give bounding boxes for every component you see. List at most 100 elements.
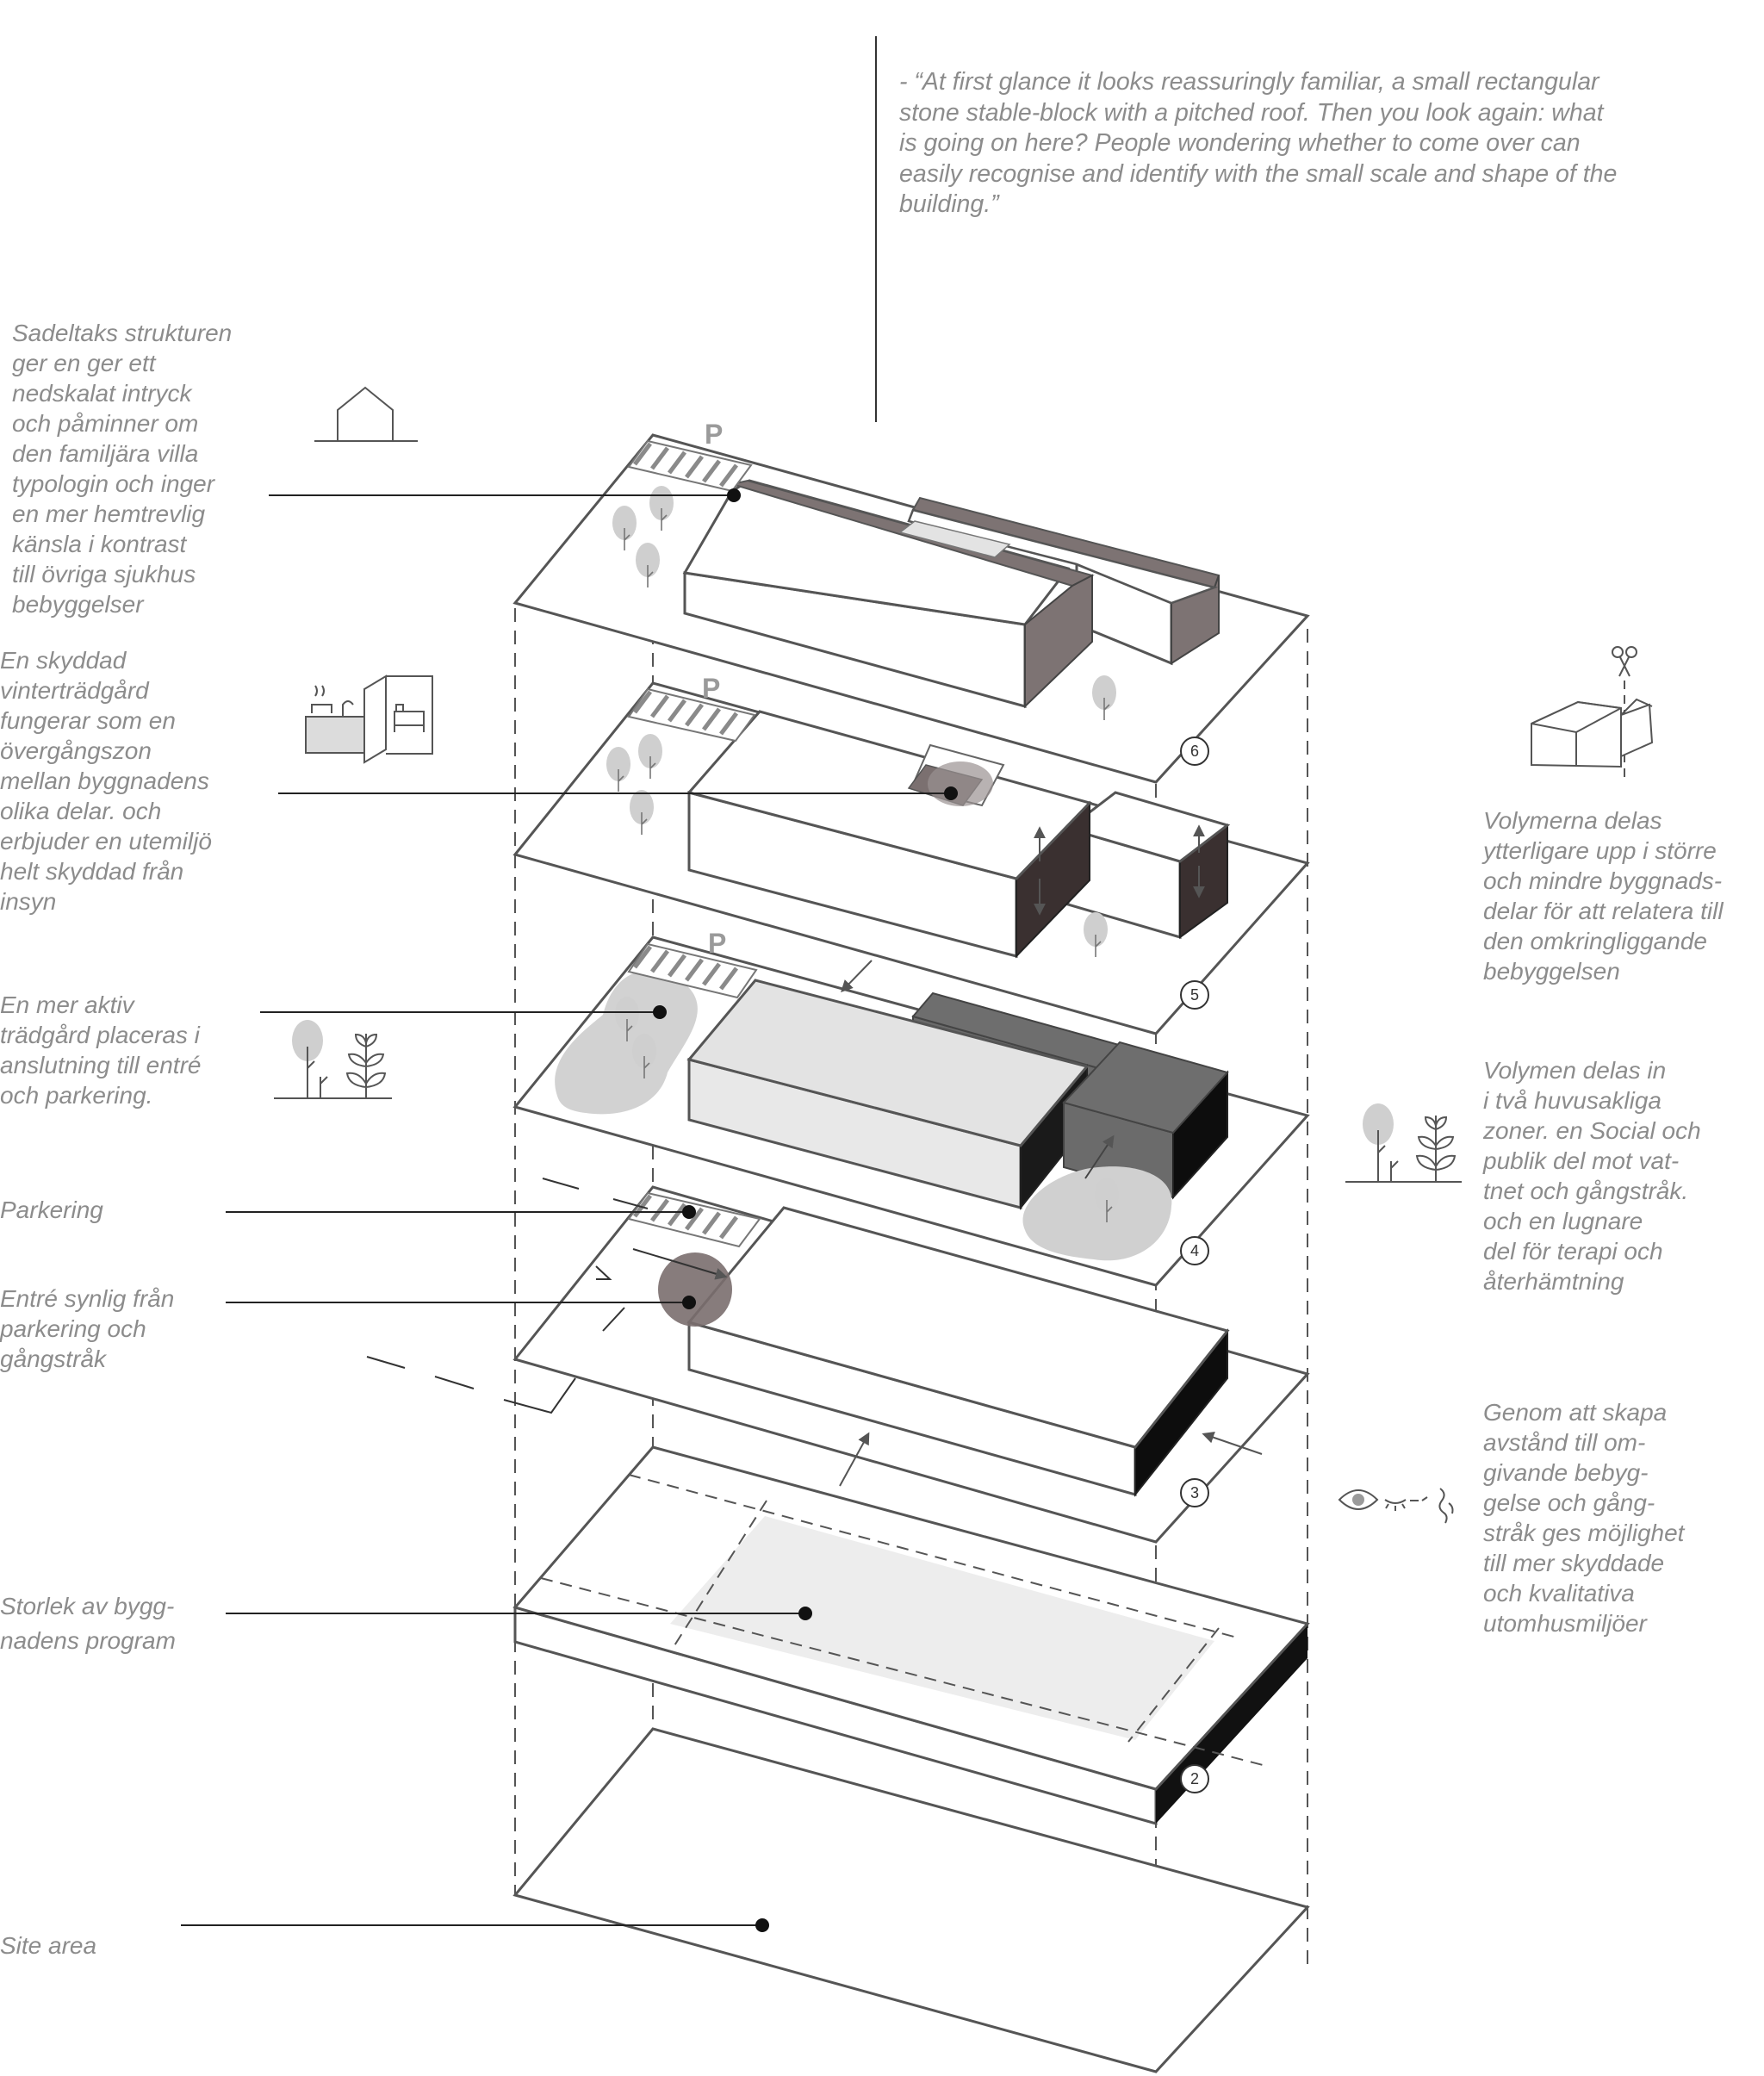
note-split-volumes: Volymerna delas ytterligare upp i större… <box>1483 805 1724 986</box>
note-line: erbjuder en utemiljö <box>0 828 212 855</box>
note-site-area: Site area <box>0 1930 96 1961</box>
note-line: stråk ges möjlighet <box>1483 1520 1685 1546</box>
eye-privacy-icon <box>1338 1488 1454 1524</box>
parking-stripes-l4 <box>627 942 758 999</box>
note-line: En mer aktiv <box>0 991 134 1018</box>
note-line: trädgård placeras i <box>0 1022 200 1048</box>
note-line: och parkering. <box>0 1082 153 1109</box>
quote-line: is going on here? People wondering wheth… <box>899 129 1581 157</box>
parking-label-l4: P <box>708 928 726 959</box>
note-line: delar för att relatera till <box>1483 898 1724 924</box>
level-3-entrance-parking: 3 <box>366 1178 1310 1544</box>
note-line: avstånd till om- <box>1483 1429 1646 1456</box>
level-6-pitched-roofs: P 6 <box>512 419 1310 784</box>
note-pitched-roof: Sadeltaks strukturen ger en ger ett neds… <box>12 318 232 619</box>
note-line: gelse och gång- <box>1483 1489 1655 1516</box>
note-line: olika delar. och <box>0 798 162 824</box>
step-number-5: 5 <box>1190 986 1199 1004</box>
note-line: vinterträdgård <box>0 677 149 704</box>
level-4-zoning: P 4 <box>512 928 1310 1287</box>
note-line: övergångszon <box>0 737 152 764</box>
quote-line: easily recognise and identify with the s… <box>899 159 1618 188</box>
note-line: zoner. en Social och <box>1483 1117 1701 1144</box>
note-line: En skyddad <box>0 647 127 674</box>
quote-line: - “At first glance it looks reassuringly… <box>899 68 1599 96</box>
step-number-3: 3 <box>1190 1484 1199 1501</box>
level-1-site-area <box>512 1727 1310 2073</box>
note-line: till mer skyddade <box>1483 1550 1665 1576</box>
note-line: bebyggelsen <box>1483 958 1620 985</box>
note-line: och mindre byggnads- <box>1483 867 1723 894</box>
note-line: till övriga sjukhus <box>12 561 196 587</box>
note-line: fungerar som en <box>0 707 176 734</box>
zoning-plants-icon <box>1345 1103 1462 1183</box>
note-line: utomhusmiljöer <box>1483 1610 1647 1637</box>
note-parking: Parkering <box>0 1195 103 1225</box>
note-two-zones: Volymen delas in i två huvusakliga zoner… <box>1483 1055 1701 1296</box>
note-line: nedskalat intryck <box>12 380 192 407</box>
house-gable-icon <box>314 386 418 442</box>
note-entrance: Entré synlig från parkering och gångstrå… <box>0 1284 174 1374</box>
note-line: insyn <box>0 888 57 915</box>
note-line: publik del mot vat- <box>1483 1147 1680 1174</box>
note-program-size: Storlek av bygg- nadens program <box>0 1589 176 1658</box>
entrance-circle <box>658 1252 732 1327</box>
step-marker-4 <box>1180 1236 1209 1265</box>
parking-stripes-l3 <box>627 1191 761 1248</box>
step-marker-5 <box>1180 980 1209 1010</box>
note-line: en mer hemtrevlig <box>12 500 206 527</box>
note-line: Volymen delas in <box>1483 1057 1667 1084</box>
note-line: tnet och gångstråk. <box>1483 1178 1689 1204</box>
quote-text: - “At first glance it looks reassuringly… <box>899 67 1617 221</box>
step-number-4: 4 <box>1190 1242 1199 1259</box>
note-line: mellan byggnadens <box>0 768 209 794</box>
note-protected-outdoor: Genom att skapa avstånd till om- givande… <box>1483 1397 1684 1638</box>
note-line: bebyggelser <box>12 591 144 618</box>
note-line: Entré synlig från <box>0 1285 175 1312</box>
step-number-6: 6 <box>1190 743 1199 760</box>
kitchen-bedroom-icon <box>305 674 433 764</box>
note-line: Parkering <box>0 1196 103 1223</box>
note-line: parkering och <box>0 1315 146 1342</box>
step-marker-3 <box>1180 1478 1209 1507</box>
note-line: och påminner om <box>12 410 199 437</box>
step-number-2: 2 <box>1190 1770 1199 1787</box>
note-line: helt skyddad från <box>0 858 184 885</box>
note-line: den familjära villa <box>12 440 199 467</box>
note-line: gångstråk <box>0 1346 106 1372</box>
note-line: ger en ger ett <box>12 350 156 376</box>
quiet-garden-blob <box>1022 1166 1172 1261</box>
note-line: i två huvusakliga <box>1483 1087 1662 1114</box>
note-line: ytterligare upp i större <box>1483 837 1717 864</box>
note-line: del för terapi och <box>1483 1238 1663 1265</box>
note-line: Sadeltaks strukturen <box>12 320 233 346</box>
note-line: och kvalitativa <box>1483 1580 1635 1607</box>
note-line: nadens program <box>0 1627 176 1654</box>
note-line: typologin och inger <box>12 470 215 497</box>
garden-plants-icon <box>274 1020 392 1099</box>
leader-lines <box>181 488 958 1932</box>
note-line: Genom att skapa <box>1483 1399 1668 1426</box>
parking-label-l6: P <box>705 419 723 450</box>
note-line: givande bebyg- <box>1483 1459 1649 1486</box>
note-active-garden: En mer aktiv trädgård placeras i anslutn… <box>0 990 201 1110</box>
step-marker-6 <box>1180 737 1209 766</box>
note-line: känsla i kontrast <box>12 531 187 557</box>
note-line: Storlek av bygg- <box>0 1593 175 1619</box>
quote-line: building.” <box>899 190 999 218</box>
scissors-split-volume-icon <box>1531 646 1654 780</box>
note-line: Site area <box>0 1932 97 1959</box>
quote-line: stone stable-block with a pitched roof. … <box>899 98 1604 127</box>
note-line: den omkringliggande <box>1483 928 1707 954</box>
note-line: Volymerna delas <box>1483 807 1662 834</box>
parking-label-l5: P <box>702 673 720 704</box>
note-winter-garden: En skyddad vinterträdgård fungerar som e… <box>0 645 212 917</box>
parking-stripes-l5 <box>627 687 756 743</box>
note-line: och en lugnare <box>1483 1208 1643 1234</box>
level-2-program-slab: 2 <box>512 1445 1310 1825</box>
level-5-split-volumes: P 5 <box>512 673 1310 1035</box>
note-line: anslutning till entré <box>0 1052 202 1078</box>
note-line: återhämtning <box>1483 1268 1624 1295</box>
